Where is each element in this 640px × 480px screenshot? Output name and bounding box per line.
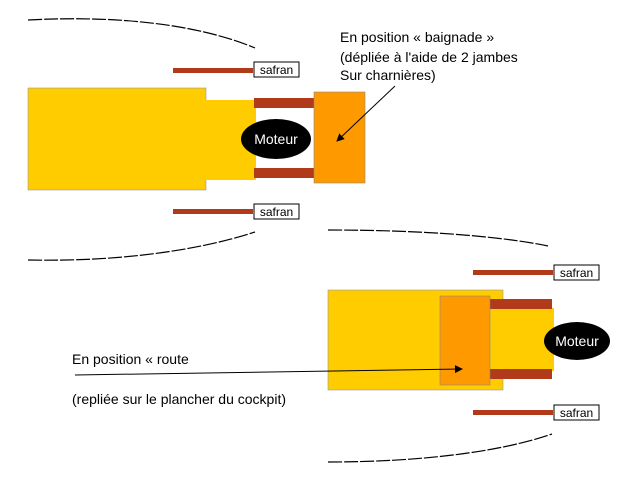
rudder-rod-bottom <box>173 209 253 214</box>
top-view: safran safran Moteur En position « baign… <box>27 18 518 261</box>
pointer-arrow-road <box>74 365 463 376</box>
hinge-leg-top <box>254 98 314 108</box>
hinge-leg-bottom-2 <box>488 369 552 379</box>
hull-outline-bottom-2 <box>327 433 553 463</box>
rudder-label-top-2: safran <box>560 266 593 280</box>
rudder-label-box-top-2 <box>553 264 600 281</box>
cockpit-hull <box>27 87 207 191</box>
rudder-rod-bottom-2 <box>473 410 553 415</box>
hinge-leg-bottom <box>254 168 314 178</box>
rudder-rod-top-2 <box>473 270 553 275</box>
rudder-label-bottom: safran <box>260 205 293 219</box>
caption-road-note: (repliée sur le plancher du cockpit) <box>72 391 286 407</box>
rudder-label-box-bottom-2 <box>553 404 600 421</box>
caption-bathing-line-3: Sur charnières) <box>340 67 436 83</box>
motor-label-bottom: Moteur <box>555 333 599 349</box>
caption-bathing-line-2: (dépliée à l'aide de 2 jambes <box>340 49 518 65</box>
motor-bottom <box>544 322 610 360</box>
rudder-label-box-bottom <box>253 203 300 220</box>
hinge-leg-top-2 <box>488 299 552 309</box>
hull-outline-bottom <box>27 231 256 261</box>
rudder-label-bottom-2: safran <box>560 406 593 420</box>
bottom-view: safran safran Moteur En position « route… <box>72 229 610 463</box>
hull-outline-top-2 <box>327 229 549 247</box>
bathing-platform-folded <box>439 295 491 386</box>
motor-label-top: Moteur <box>254 131 298 147</box>
motor-top <box>241 119 311 159</box>
caption-road-title: En position « route <box>72 351 189 367</box>
hull-outline-top <box>27 18 256 49</box>
pointer-arrow-bathing <box>336 85 396 142</box>
bathing-platform-unfolded <box>313 91 366 184</box>
rudder-rod-top <box>173 68 253 73</box>
rudder-label-box-top <box>253 61 300 78</box>
rudder-label-top: safran <box>260 63 293 77</box>
caption-bathing-line-1: En position « baignade » <box>340 29 494 45</box>
